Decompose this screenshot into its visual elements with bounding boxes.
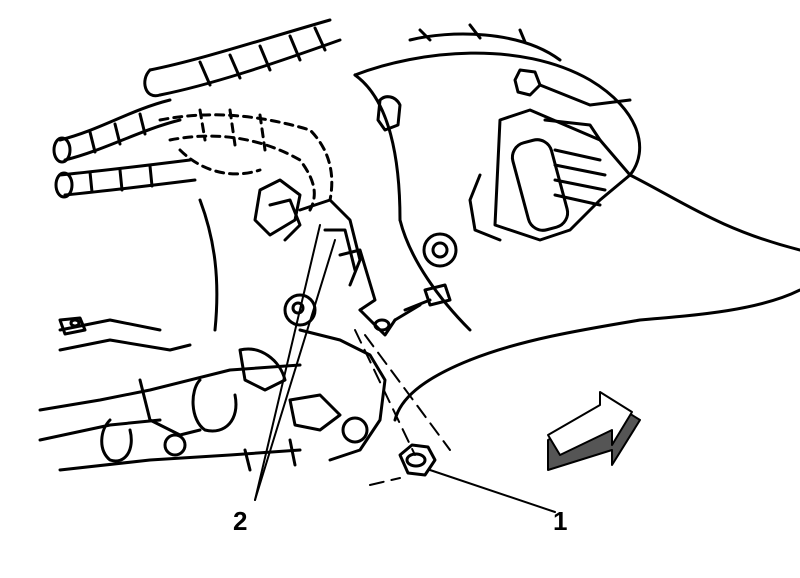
wiring-harness bbox=[52, 18, 342, 199]
nut-part bbox=[398, 443, 437, 477]
leader-line-2b bbox=[254, 239, 336, 501]
install-centerline bbox=[354, 329, 451, 486]
housing-outline bbox=[353, 23, 800, 422]
hidden-harness-dashed bbox=[158, 108, 334, 212]
electrical-connector bbox=[468, 68, 632, 242]
callout-label-1: 1 bbox=[553, 506, 568, 536]
callout-label-2: 2 bbox=[233, 506, 248, 536]
direction-arrow-icon bbox=[547, 391, 641, 471]
leader-line-2a bbox=[254, 224, 321, 501]
engine-block-lower bbox=[38, 198, 387, 472]
leader-lines bbox=[254, 224, 556, 513]
bolts bbox=[283, 95, 458, 327]
sensor-bracket bbox=[253, 178, 422, 337]
leader-line-1 bbox=[429, 469, 556, 513]
